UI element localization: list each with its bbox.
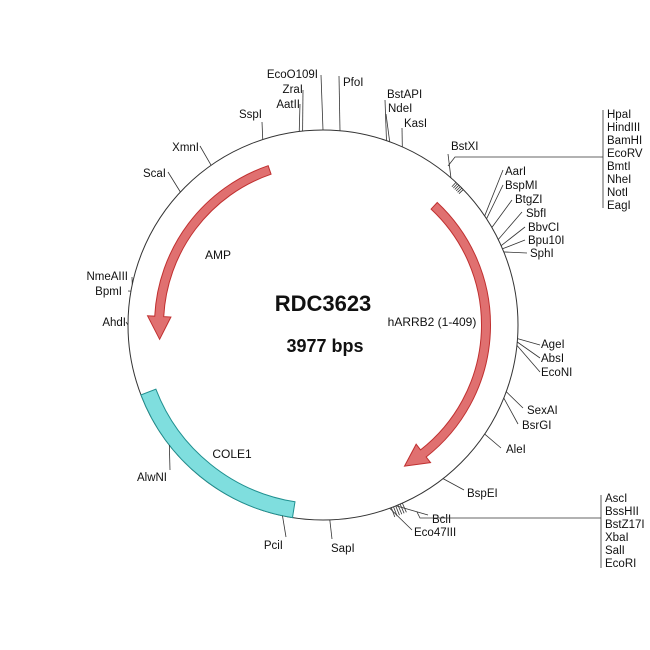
site-tick [453,183,458,189]
feature-arc-cole1[interactable] [140,388,296,519]
site-tick [517,338,541,346]
site-tick [454,184,460,190]
site-tick [491,199,513,228]
site-label-agei[interactable]: AgeI [541,339,565,351]
site-label-bbvci[interactable]: BbvCI [528,222,559,234]
site-label-sphi[interactable]: SphI [530,248,554,260]
site-tick [516,345,541,373]
site-tick [168,445,171,471]
site-label-pcii[interactable]: PciI [264,540,283,552]
site-tick [320,74,324,131]
site-tick [399,503,405,514]
site-tick [125,321,129,326]
plasmid-length: 3977 bps [286,336,363,356]
site-label-scai[interactable]: ScaI [143,168,166,180]
site-label-bstapi[interactable]: BstAPI [387,89,422,101]
site-label-ecori[interactable]: EcoRI [605,558,636,570]
site-label-bspei[interactable]: BspEI [467,488,498,500]
site-tick [484,433,502,449]
site-tick [282,515,287,538]
site-group-1-connector [447,110,604,208]
feature-arrow-harrb2[interactable] [403,201,491,467]
site-label-sexai[interactable]: SexAI [527,405,558,417]
site-label-bpmi[interactable]: BpmI [95,286,122,298]
site-tick [503,251,528,254]
site-tick [397,504,403,515]
site-tick [199,145,212,166]
site-label-sbfi[interactable]: SbfI [526,208,546,220]
site-label-ahdi[interactable]: AhdI [102,317,126,329]
site-tick [167,171,181,193]
site-tick [393,506,398,517]
site-tick [500,226,526,247]
site-tick [261,121,264,140]
site-label-bstz17i[interactable]: BstZ17I [605,519,645,531]
site-tick [517,341,541,359]
site-label-kasi[interactable]: KasI [404,118,427,130]
site-label-hpai[interactable]: HpaI [607,109,631,121]
site-label-econi[interactable]: EcoNI [541,367,572,379]
site-tick [457,187,463,193]
site-label-ecoo109i[interactable]: EcoO109I [267,69,318,81]
site-tick [390,507,396,518]
site-label-bstxi[interactable]: BstXI [451,141,478,153]
site-label-sapi[interactable]: SapI [331,543,355,555]
site-label-aatii[interactable]: AatII [276,99,300,111]
site-label-hindiii[interactable]: HindIII [607,122,640,134]
feature-arrow-amp[interactable] [146,165,272,341]
site-label-ndei[interactable]: NdeI [388,103,412,115]
site-tick [442,478,465,491]
site-tick [401,502,407,513]
site-tick [385,113,391,142]
site-label-ecorv[interactable]: EcoRV [607,148,643,160]
site-label-bmti[interactable]: BmtI [607,161,631,173]
site-label-eagi[interactable]: EagI [607,200,631,212]
site-tick [455,186,461,192]
site-tick [389,507,413,531]
site-label-bsrgi[interactable]: BsrGI [522,420,551,432]
site-tick [484,169,504,217]
site-label-bspmi[interactable]: BspMI [505,180,538,192]
site-label-alwni[interactable]: AlwNI [137,472,167,484]
site-tick [451,182,457,188]
site-label-aari[interactable]: AarI [505,166,526,178]
site-label-bcli[interactable]: BclI [432,514,451,526]
site-label-eco47iii[interactable]: Eco47III [414,527,456,539]
site-tick [298,103,301,132]
site-label-btgzi[interactable]: BtgZI [515,194,542,206]
site-tick [395,505,429,516]
site-label-xbai[interactable]: XbaI [605,532,629,544]
site-tick [505,391,524,409]
site-label-nhei[interactable]: NheI [607,174,631,186]
site-tick [384,99,387,141]
site-label-alei[interactable]: AleI [506,444,526,456]
site-tick [395,505,400,516]
site-tick [458,189,464,194]
feature-label-harrb2: hARRB2 (1-409) [388,315,477,329]
site-tick [503,397,519,425]
site-label-asci[interactable]: AscI [605,493,627,505]
site-label-absi[interactable]: AbsI [541,353,564,365]
feature-label-cole1: COLE1 [212,447,252,461]
site-label-sali[interactable]: SalI [605,545,625,557]
site-label-noti[interactable]: NotI [607,187,628,199]
site-label-zrai[interactable]: ZraI [283,84,303,96]
site-label-bsshii[interactable]: BssHII [605,506,639,518]
site-label-nmeaiii[interactable]: NmeAIII [86,271,128,283]
site-tick [502,239,526,250]
site-tick [338,75,341,131]
site-tick [329,519,333,540]
site-tick [486,184,504,219]
feature-label-amp: AMP [205,248,231,262]
site-label-sspi[interactable]: SspI [239,109,262,121]
site-group-2-connector [416,495,602,568]
site-label-bpu10i[interactable]: Bpu10I [528,235,564,247]
site-label-xmni[interactable]: XmnI [172,142,199,154]
site-tick [447,153,452,178]
site-label-bamhi[interactable]: BamHI [607,135,642,147]
site-label-pfoi[interactable]: PfoI [343,77,363,89]
site-tick [497,211,523,240]
plasmid-name: RDC3623 [275,291,372,316]
